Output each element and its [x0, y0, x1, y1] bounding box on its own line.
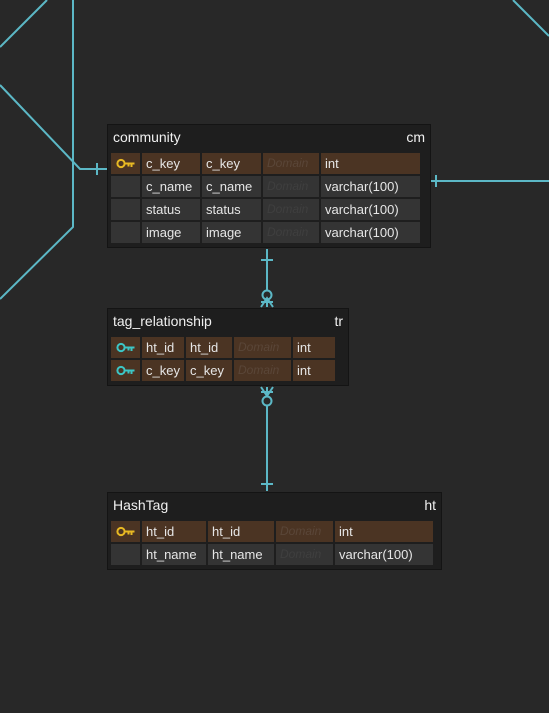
foreign-key-icon: [115, 365, 134, 376]
key-cell: [111, 176, 140, 197]
column-domain[interactable]: Domain: [276, 521, 333, 542]
column-logical-name[interactable]: image: [202, 222, 261, 243]
primary-key-icon: [115, 526, 134, 537]
connector-line: [0, 0, 48, 48]
entity-alias: tr: [334, 313, 343, 329]
column-logical-name[interactable]: c_name: [202, 176, 261, 197]
column-logical-name[interactable]: c_key: [202, 153, 261, 174]
column-type[interactable]: int: [335, 521, 433, 542]
key-cell: [111, 199, 140, 220]
column-type[interactable]: varchar(100): [321, 176, 420, 197]
column-physical-name[interactable]: c_key: [142, 360, 184, 381]
column-physical-name[interactable]: c_key: [142, 153, 200, 174]
column-domain[interactable]: Domain: [234, 337, 291, 358]
entity-header[interactable]: tag_relationship tr: [108, 309, 348, 333]
column-domain[interactable]: Domain: [263, 176, 319, 197]
column-domain[interactable]: Domain: [263, 199, 319, 220]
entity-name: community: [113, 129, 181, 145]
key-cell: [111, 222, 140, 243]
column-type[interactable]: varchar(100): [321, 222, 420, 243]
many-marker: [260, 296, 274, 308]
column-domain[interactable]: Domain: [276, 544, 333, 565]
column-type[interactable]: varchar(100): [321, 199, 420, 220]
entity-alias: ht: [424, 497, 436, 513]
key-cell: [111, 544, 140, 565]
column-physical-name[interactable]: image: [142, 222, 200, 243]
key-cell: [111, 337, 140, 358]
entity-name: HashTag: [113, 497, 169, 513]
foreign-key-icon: [115, 342, 134, 353]
column-physical-name[interactable]: ht_id: [142, 521, 206, 542]
column-domain[interactable]: Domain: [234, 360, 291, 381]
key-cell: [111, 360, 140, 381]
connector-line: [0, 0, 74, 300]
entity-header[interactable]: HashTag ht: [108, 493, 441, 517]
entity-alias: cm: [406, 129, 425, 145]
entity-name: tag_relationship: [113, 313, 212, 329]
primary-key-icon: [115, 158, 134, 169]
column-physical-name[interactable]: ht_name: [142, 544, 206, 565]
column-type[interactable]: varchar(100): [335, 544, 433, 565]
connector-line: [0, 84, 107, 170]
key-cell: [111, 521, 140, 542]
column-type[interactable]: int: [293, 337, 335, 358]
column-type[interactable]: int: [321, 153, 420, 174]
entity-header[interactable]: community cm: [108, 125, 430, 149]
column-logical-name[interactable]: status: [202, 199, 261, 220]
connector-line: [512, 0, 549, 37]
column-domain[interactable]: Domain: [263, 153, 319, 174]
zero-marker: [261, 395, 273, 407]
column-logical-name[interactable]: c_key: [186, 360, 232, 381]
key-cell: [111, 153, 140, 174]
column-physical-name[interactable]: status: [142, 199, 200, 220]
column-physical-name[interactable]: ht_id: [142, 337, 184, 358]
column-logical-name[interactable]: ht_id: [208, 521, 274, 542]
column-type[interactable]: int: [293, 360, 335, 381]
column-domain[interactable]: Domain: [263, 222, 319, 243]
column-logical-name[interactable]: ht_name: [208, 544, 274, 565]
column-physical-name[interactable]: c_name: [142, 176, 200, 197]
many-marker: [260, 386, 274, 398]
column-logical-name[interactable]: ht_id: [186, 337, 232, 358]
